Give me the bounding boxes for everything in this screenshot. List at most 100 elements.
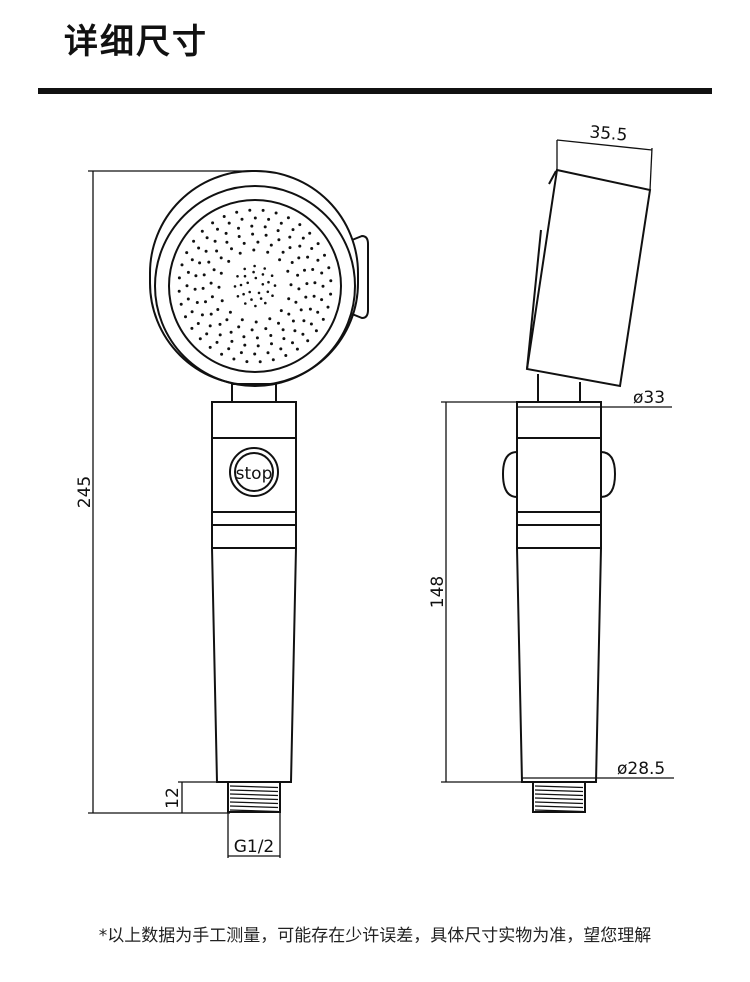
nozzle-dot (290, 261, 294, 264)
nozzle-dot (298, 223, 302, 227)
nozzle-dot (254, 304, 257, 308)
side-view: 35.5 148 ø33 ø28.5 (428, 122, 674, 813)
nozzle-dot (198, 261, 202, 265)
nozzle-dot (279, 309, 283, 313)
nozzle-dot (186, 297, 190, 301)
stop-button-label: stop (236, 464, 273, 484)
nozzle-dot (264, 233, 268, 237)
side-clip (351, 234, 369, 320)
nozzle-dot (236, 275, 239, 278)
nozzle-dot (320, 298, 324, 302)
nozzle-dot (277, 321, 280, 325)
nozzle-dot (240, 318, 244, 322)
thread-line (229, 793, 279, 797)
side-button-left (501, 451, 518, 498)
nozzle-dot (291, 341, 294, 345)
nozzle-dot (185, 284, 189, 288)
nozzle-dot (242, 292, 245, 296)
nozzle-dot (254, 320, 258, 324)
nozzle-dot (281, 250, 285, 254)
nozzle-dot (200, 229, 204, 233)
nozzle-dot (220, 352, 224, 356)
side-handle-lower (516, 547, 602, 783)
nozzle-dot (266, 290, 270, 294)
nozzle-dot (298, 244, 302, 248)
nozzle-dot (297, 256, 301, 260)
nozzle-dot (278, 258, 282, 262)
thread-line (534, 805, 584, 809)
nozzle-dot (284, 354, 288, 357)
nozzle-dot (219, 271, 223, 275)
nozzle-dot (295, 347, 299, 351)
thread-line (534, 801, 584, 805)
nozzle-dot (228, 310, 232, 314)
thread-line (229, 785, 279, 789)
nozzle-dot (216, 227, 219, 231)
nozzle-dot (302, 319, 306, 323)
nozzle-dot (177, 276, 181, 280)
nozzle-dot (286, 216, 290, 220)
nozzle-dot (227, 221, 231, 225)
dim-label-upper-diameter: ø33 (633, 388, 665, 408)
nozzle-dot (306, 255, 310, 259)
side-thread-lines (534, 785, 584, 813)
nozzle-dot (233, 285, 237, 288)
nozzle-dot (243, 343, 247, 347)
shower-face (168, 199, 342, 373)
nozzle-dot (210, 295, 214, 299)
nozzle-dot (227, 347, 231, 351)
nozzle-dot (308, 231, 312, 235)
front-view: stop 245 12 G1/2 (75, 170, 369, 858)
dim-line-head (556, 139, 653, 151)
nozzle-dot (190, 326, 194, 330)
nozzle-dot (177, 289, 181, 293)
nozzle-dot (256, 344, 260, 348)
nozzle-dot (253, 264, 256, 268)
nozzle-dot (256, 240, 260, 244)
nozzle-dot (219, 256, 223, 260)
thread-line (534, 789, 584, 793)
nozzle-dot (327, 266, 331, 270)
nozzle-dot (246, 281, 249, 285)
nozzle-dot (254, 276, 258, 280)
thread-line (229, 789, 279, 793)
nozzle-dot (209, 281, 213, 285)
nozzle-dot (200, 313, 204, 317)
nozzle-dot (270, 342, 273, 346)
dim-ext-head-right (649, 147, 653, 191)
thread-line (229, 809, 279, 813)
nozzle-dot (211, 221, 215, 225)
nozzle-dot (243, 267, 246, 271)
nozzle-dot (230, 247, 233, 251)
nozzle-dot (286, 269, 290, 273)
nozzle-dot (218, 322, 222, 326)
nozzle-dot (216, 308, 220, 311)
nozzle-dot (288, 246, 292, 250)
nozzle-dot (291, 319, 295, 323)
nozzle-dot (291, 228, 295, 232)
nozzle-dot (251, 232, 255, 236)
nozzle-dot (321, 317, 325, 321)
nozzle-dot (220, 299, 224, 303)
thread-connector (227, 781, 281, 813)
nozzle-dot (194, 274, 198, 278)
nozzle-dot (261, 283, 265, 286)
nozzle-dot (311, 268, 315, 271)
nozzle-dot (279, 221, 283, 225)
side-head-face (526, 170, 557, 370)
nozzle-dot (212, 268, 216, 272)
nozzle-dot (299, 308, 303, 312)
nozzle-dot (264, 327, 268, 331)
side-button-right (600, 451, 617, 498)
shower-face-ring (154, 185, 356, 387)
nozzle-dot (273, 284, 277, 287)
nozzle-dot (294, 300, 298, 304)
nozzle-dot (237, 235, 241, 238)
nozzle-dot (289, 283, 293, 287)
nozzle-dot (306, 339, 310, 343)
dim-label-connector: 12 (163, 787, 183, 809)
nozzle-dot (242, 241, 246, 245)
nozzle-dot (192, 239, 196, 243)
nozzle-dot (253, 352, 257, 356)
